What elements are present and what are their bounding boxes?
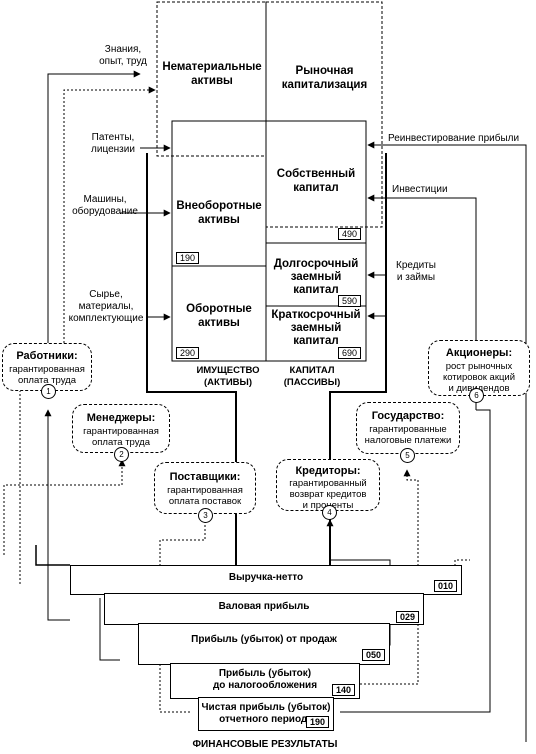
stakeholder-number: 5 <box>400 448 415 463</box>
stakeholder-managers: Менеджеры: гарантированная оплата труда <box>72 404 170 453</box>
fin-row-label: Чистая прибыль (убыток) отчетного период… <box>201 702 331 725</box>
materials-label: Сырье, материалы, комплектующие <box>68 289 144 324</box>
non-current-assets-label: Внеоборотные активы <box>176 200 262 226</box>
stakeholder-creditors: Кредиторы: гарантированный возврат креди… <box>276 459 380 511</box>
liabilities-caption: КАПИТАЛ (ПАССИВЫ) <box>283 365 341 388</box>
fin-row-label: Прибыль (убыток) до налогообложения <box>212 668 318 691</box>
stakeholder-workers: Работники: гарантированная оплата труда <box>2 343 92 391</box>
stakeholder-state: Государство: гарантированные налоговые п… <box>356 402 460 454</box>
short-term-debt-code: 690 <box>338 347 362 359</box>
current-assets-code: 290 <box>176 347 200 359</box>
assets-caption: ИМУЩЕСТВО (АКТИВЫ) <box>196 365 260 388</box>
long-term-debt-label: Долгосрочный заемный капитал <box>273 258 359 296</box>
fin-row-gross-profit: Валовая прибыль 029 <box>104 593 424 625</box>
fin-row-revenue: Выручка-нетто 010 <box>70 565 462 595</box>
fin-row-code: 140 <box>331 684 355 696</box>
machines-label: Машины, оборудование <box>72 194 138 217</box>
stakeholder-title: Акционеры: <box>445 347 513 359</box>
fin-row-code: 029 <box>395 611 419 623</box>
stakeholder-desc: гарантированная оплата труда <box>83 426 159 448</box>
reinvest-label: Реинвестирование прибыли <box>388 133 520 144</box>
patents-label: Патенты, лицензии <box>91 132 135 155</box>
financial-caption: ФИНАНСОВЫЕ РЕЗУЛЬТАТЫ <box>192 739 338 750</box>
short-term-debt-label: Краткосрочный заемный капитал <box>271 309 361 347</box>
stakeholder-number: 3 <box>198 508 213 523</box>
stakeholder-number: 2 <box>114 447 129 462</box>
stakeholder-number: 4 <box>322 505 337 520</box>
fin-row-label: Выручка-нетто <box>228 572 304 583</box>
knowledge-label: Знания, опыт, труд <box>99 44 147 67</box>
stakeholder-desc: гарантированные налоговые платежи <box>364 424 452 446</box>
fin-row-pretax-profit: Прибыль (убыток) до налогообложения 140 <box>170 663 360 699</box>
non-current-assets-code: 190 <box>176 252 200 264</box>
long-term-debt-code: 590 <box>338 295 362 307</box>
stakeholder-desc: рост рыночных котировок акций и дивиденд… <box>442 361 516 394</box>
stakeholder-title: Государство: <box>371 410 445 422</box>
stakeholder-desc: гарантированная оплата поставок <box>167 485 243 507</box>
stakeholder-title: Поставщики: <box>169 471 241 483</box>
stakeholder-desc: гарантированная оплата труда <box>9 364 85 386</box>
equity-code: 490 <box>338 228 362 240</box>
stakeholder-title: Кредиторы: <box>295 465 361 477</box>
fin-row-label: Прибыль (убыток) от продаж <box>191 634 337 645</box>
stakeholder-number: 6 <box>469 388 484 403</box>
invest-label: Инвестиции <box>392 184 448 195</box>
fin-row-label: Валовая прибыль <box>218 601 310 612</box>
fin-row-code: 050 <box>361 649 385 661</box>
credits-label: Кредиты и займы <box>396 260 436 283</box>
fin-row-net-profit: Чистая прибыль (убыток) отчетного период… <box>198 697 334 731</box>
stakeholder-suppliers: Поставщики: гарантированная оплата поста… <box>154 462 256 514</box>
fin-row-code: 190 <box>305 716 329 728</box>
market-cap-label: Рыночная капитализация <box>281 65 368 91</box>
stakeholder-number: 1 <box>41 384 56 399</box>
fin-row-code: 010 <box>433 580 457 592</box>
stakeholder-title: Менеджеры: <box>86 412 156 424</box>
stakeholder-title: Работники: <box>16 350 78 362</box>
fin-row-operating-profit: Прибыль (убыток) от продаж 050 <box>138 623 390 665</box>
current-assets-label: Оборотные активы <box>186 303 252 329</box>
intangible-assets-label: Нематериальные активы <box>162 61 262 87</box>
equity-label: Собственный капитал <box>276 168 356 194</box>
